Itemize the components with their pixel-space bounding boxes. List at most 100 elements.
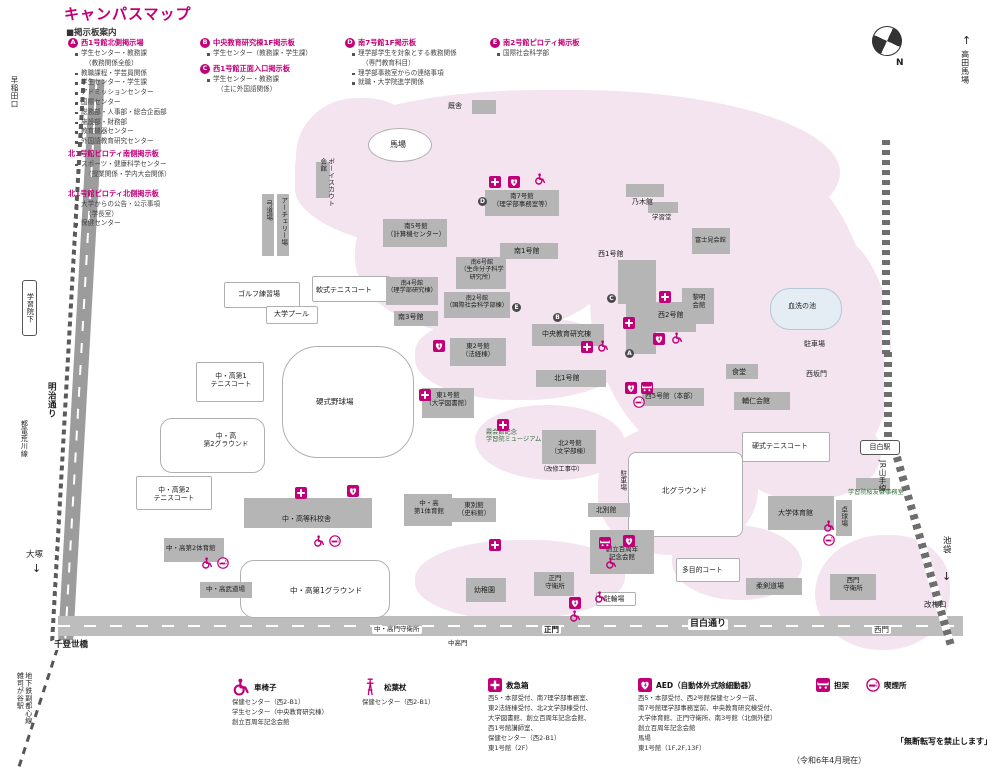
building	[768, 496, 834, 530]
map-label: 学習堂	[652, 213, 672, 221]
board-legend-item: 学生センター・教務課	[200, 76, 340, 84]
building	[626, 184, 664, 197]
legend-section-line: 東2法経棟受付、北2文学部棟受付、	[488, 704, 592, 712]
map-label: アーチェリー場	[279, 197, 288, 246]
map-label: 中・高 第2グラウンド	[203, 432, 249, 449]
sports-field	[136, 476, 212, 510]
wheelchair-icon	[594, 591, 606, 603]
board-legend-group: 北1号館ピロティ北側掲示板大学からの公告・公示事項（学長室）保健センター	[68, 189, 208, 228]
map-label: 北グラウンド	[662, 486, 707, 495]
wheelchair-icon	[605, 557, 617, 569]
legend-section: 喫煙所	[866, 678, 907, 692]
building	[485, 190, 559, 216]
legend-section: 担架	[816, 678, 849, 692]
building	[404, 494, 452, 526]
board-location-marker: E	[512, 303, 521, 312]
map-label: 弓道場	[264, 200, 273, 221]
building	[648, 202, 678, 213]
map-label: 池袋	[941, 536, 952, 554]
map-label: 大塚	[26, 550, 44, 560]
first-aid-kit-icon	[489, 539, 501, 551]
board-legend-item: 教職課程・学芸員関係	[68, 69, 208, 78]
building	[244, 498, 372, 528]
board-legend-item: （学長室）	[85, 209, 118, 218]
map-label: 東別館 （史料館）	[457, 501, 491, 517]
building	[383, 219, 447, 247]
legend-section-line: 保健センター（西2-B1）	[232, 698, 305, 706]
wheelchair-icon	[534, 173, 546, 185]
stretcher-icon	[641, 382, 653, 394]
board-legend-item: 学生センター・教務課	[68, 50, 208, 58]
map-label: 地下鉄副都心線 雑司が谷駅	[16, 672, 33, 725]
map-label: （改修工事中）	[540, 466, 584, 473]
aed-icon	[508, 176, 520, 188]
first-aid-kit-icon	[623, 317, 635, 329]
board-location-marker: B	[553, 313, 562, 322]
map-label: 北2号館 （文学部棟）	[550, 439, 590, 455]
board-legend-item: 理学部事務室からの連絡事項	[345, 69, 485, 78]
map-label: 軟式テニスコート	[316, 286, 372, 294]
legend-section-line: 東1号館（1F,2F,13F）	[638, 744, 706, 752]
map-label: 中・高門守衛所	[372, 625, 422, 634]
aed-icon	[347, 485, 359, 497]
map-label: 中・高武道場	[206, 585, 245, 593]
copyright-note: 「無断転写を禁止します」	[896, 737, 992, 746]
sports-field	[676, 558, 740, 582]
legend-section-header: 松葉杖	[362, 678, 434, 696]
map-label: 早稲田口	[10, 76, 19, 108]
map-label: 駐車場	[804, 340, 825, 348]
board-guide-header: ■掲示板案内	[66, 28, 117, 38]
aed-icon	[623, 535, 635, 547]
board-marker-badge: E	[490, 38, 500, 48]
wheelchair-icon	[201, 557, 213, 569]
building	[450, 498, 496, 522]
wheelchair-icon	[569, 610, 581, 622]
smoking-area-icon	[866, 678, 880, 692]
map-label: 正門	[542, 625, 561, 634]
building	[262, 194, 274, 256]
board-legend-item: 大学からの公告・公示事項	[68, 200, 208, 209]
first-aid-kit-icon	[659, 291, 671, 303]
board-legend-item: 就職・大学院進学関係	[345, 79, 485, 87]
map-label: 西門 守衛所	[843, 576, 863, 592]
map-label: 中・高第2 テニスコート	[153, 486, 195, 503]
sports-field	[742, 432, 830, 462]
board-legend-title-text: 南2号館ピロティ掲示板	[503, 37, 580, 47]
legend-section-line: 西5・本部受付、西2号館保健センター前、	[638, 694, 762, 702]
legend-section-line: 馬場	[638, 734, 651, 742]
map-label: 西5号館（本部）	[645, 392, 697, 400]
board-legend-title-text: 西1号館北側掲示場	[81, 37, 144, 47]
map-label: ゴルフ練習場	[238, 290, 280, 298]
building	[618, 260, 656, 304]
sports-field	[196, 362, 264, 402]
board-legend-item: 国際センター	[68, 98, 208, 107]
map-label: 多目的コート	[682, 566, 723, 574]
map-label: 南6号館 （生命分子科学 研究所）	[460, 259, 504, 281]
building	[856, 478, 890, 490]
building	[836, 500, 852, 536]
building	[386, 277, 438, 305]
legend-section-line: 保健センター（西2-B1）	[362, 698, 435, 706]
board-marker-badge: B	[200, 38, 210, 48]
legend-section-line: 大学図書館、創立百周年記念会館、	[488, 714, 591, 722]
map-label: 東2号館 （法経棟）	[461, 342, 495, 358]
board-legend-item: スポーツ・健康科学センター	[68, 160, 208, 169]
wheelchair-icon	[313, 535, 325, 547]
map-label: 南5号館 （計算機センター）	[386, 222, 446, 238]
board-legend-item: （主に外国語関係）	[217, 84, 277, 93]
building	[466, 578, 506, 602]
building	[830, 574, 876, 600]
legend-section-line: 創立百周年記念会館	[232, 718, 290, 726]
legend-section: 松葉杖保健センター（西2-B1）	[362, 678, 434, 706]
map-label: 中高門	[446, 639, 470, 648]
map-label: 駐輪場	[604, 595, 625, 603]
map-label: 中・高第2体育館	[166, 544, 216, 552]
building	[536, 370, 606, 387]
building	[534, 572, 574, 596]
board-legend-item: 教育機器センター	[68, 128, 208, 136]
map-label: 富士見会館	[695, 237, 726, 244]
jr-yamanote-track	[882, 140, 890, 354]
map-label: 霞会館記念 学習院ミュージアム	[486, 429, 542, 444]
